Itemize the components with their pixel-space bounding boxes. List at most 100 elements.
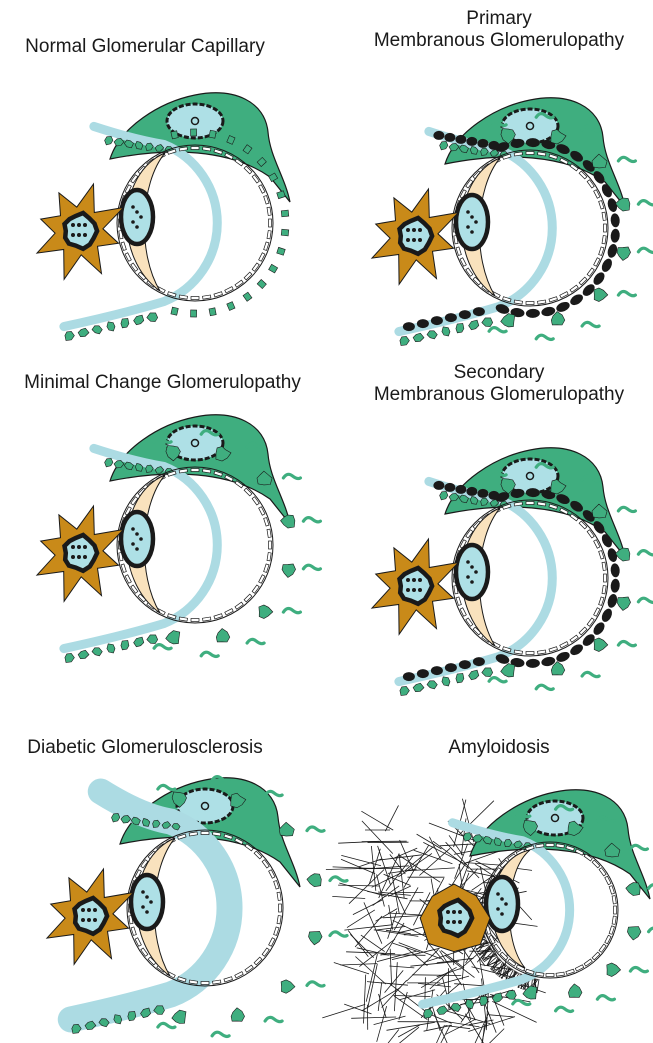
podocyte-fragment [330,877,347,881]
chromatin-dot [149,900,153,904]
endothelial-fenestration [262,948,269,956]
amyloid-fibril [447,1011,490,1024]
amyloid-fibril [390,984,429,1014]
podocyte-fragment [618,292,635,296]
amyloid-fibril [364,975,366,1024]
chromatin-dot [141,890,145,894]
chromatin-dot [470,565,474,569]
mesangial-nucleus [400,218,433,254]
foot-process [259,605,273,619]
podocyte-fragment [618,507,635,511]
chromatin-dot [406,228,410,232]
foot-process [191,129,197,136]
title-normal-line-1: Normal Glomerular Capillary [0,36,290,58]
amyloid-fibril [446,1019,476,1034]
chromatin-dot [139,215,143,219]
amyloid-fibril [373,886,400,906]
endothelial-fenestration [556,972,564,976]
endothelial-fenestration [514,650,522,654]
chromatin-dot [406,578,410,582]
chromatin-dot [83,233,87,237]
chromatin-dot [135,225,139,229]
amyloid-fibril [412,975,461,976]
foot-process [456,674,464,683]
endothelial-fenestration [526,652,534,655]
amyloid-fibril [368,964,378,1008]
endothelial-fenestration [494,944,501,952]
foot-process [65,653,75,662]
foot-process [492,993,502,1003]
amyloid-fibril [346,952,395,954]
chromatin-dot [71,223,75,227]
immune-deposit [610,213,620,228]
podocyte-fragment [201,652,218,656]
amyloid-fibril [462,947,465,980]
foot-process [568,984,582,998]
endothelial-nucleus [486,877,518,931]
amyloid-fibril [332,896,365,898]
podocyte-fragment [283,474,300,478]
foot-process [307,874,321,887]
endothelial-fenestration [201,832,209,835]
foot-process [134,315,144,325]
immune-deposit [477,139,488,148]
foot-process [617,597,631,611]
foot-process [105,136,113,145]
immune-deposit [488,491,499,500]
endothelial-fenestration [514,300,522,304]
amyloid-fibril [340,964,377,965]
immune-deposit [526,309,540,318]
podocyte-fragment [649,928,653,932]
endothelial-fenestration [279,904,282,912]
mesangial-nucleus [400,568,433,604]
amyloid-fibril [353,900,383,915]
foot-process [107,644,115,653]
chromatin-dot [83,555,87,559]
endothelial-fenestration [244,272,252,280]
endothelial-fenestration [269,541,272,549]
immune-deposit [455,135,466,144]
foot-process [147,635,158,644]
endothelial-fenestration [592,952,600,960]
foot-process [134,637,144,647]
podocyte-fragment [303,518,320,522]
immune-deposit [473,657,485,666]
chromatin-dot [81,918,85,922]
mesangial-nucleus [65,213,98,249]
podocyte-fragment [638,598,653,602]
podocyte-fragment [247,639,264,643]
amyloid-fibril [341,859,375,874]
amyloid-fibril [390,949,391,986]
podocyte-fragment [489,678,506,682]
chromatin-dot [87,908,91,912]
amyloid-fibril [460,953,479,969]
immune-deposit [600,607,614,624]
foot-process [627,927,641,941]
title-mcg: Minimal Change Glomerulopathy [0,372,325,394]
diagram-mcg [20,405,300,665]
foot-process [227,302,235,311]
foot-process [469,670,479,680]
chromatin-dot [83,545,87,549]
podocyte-fragment [618,157,635,161]
endothelial-fenestration [604,224,607,232]
foot-process [65,331,75,340]
immune-deposit [526,659,540,668]
title-pmg-line-2: Membranous Glomerulopathy [345,30,653,52]
foot-process [626,883,640,896]
amyloid-fibril [392,948,440,959]
foot-process [437,1006,448,1015]
chromatin-dot [71,545,75,549]
foot-process [482,318,493,327]
endothelial-fenestration [191,297,199,300]
podocyte-fragment [638,248,653,252]
chromatin-dot [466,560,470,564]
immune-deposit [610,228,620,243]
foot-process [466,1000,474,1009]
endothelial-fenestration [235,602,243,609]
chromatin-dot [418,238,422,242]
amyloid-fibril [349,870,384,904]
podocyte-fragment [630,845,647,849]
amyloid-fibril [378,982,382,1011]
foot-process [424,1009,433,1018]
